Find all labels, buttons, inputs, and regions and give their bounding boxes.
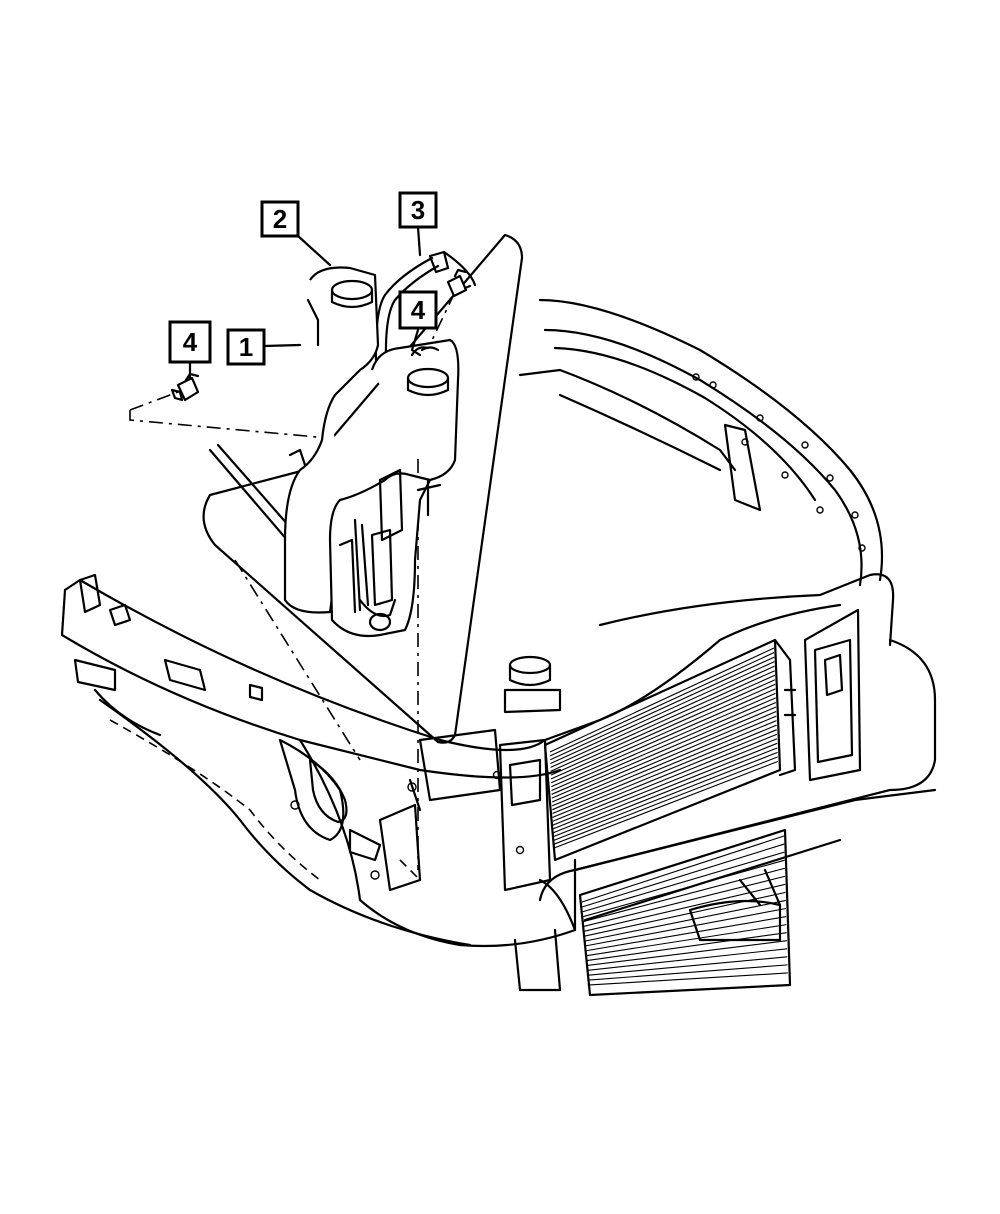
condenser-fin [552,715,777,811]
callout-1-label: 1 [239,332,253,362]
condenser-fin [551,697,776,795]
radiator-fin [585,924,787,957]
condenser-fin [553,760,779,849]
coolant-reservoir [328,338,460,638]
upper-frame [518,298,884,587]
condenser-fin [549,647,775,753]
callout-4-left-label: 4 [183,327,198,357]
bolt-right [446,268,472,298]
condenser-fin [552,729,777,822]
radiator-fin [583,883,786,932]
radiator-fin [587,964,788,981]
callout-2: 2 [260,200,300,238]
condenser-fin [553,747,778,838]
radiator-fin [587,972,788,986]
condenser-fin [549,652,775,757]
callout-4-right: 4 [398,290,438,330]
condenser-fin [553,751,778,841]
condenser-fin [551,683,776,784]
condenser-fin [553,756,778,845]
radiator-fin [585,916,787,952]
condenser-fin [551,688,776,788]
radiator-fin [586,948,788,971]
radiator-fin [582,859,785,918]
callout-4-right-label: 4 [411,295,426,325]
radiator-fin [583,867,786,923]
radiator-fin [584,891,786,937]
condenser-fin [550,674,776,776]
callout-3-label: 3 [411,195,425,225]
condenser-fin [552,733,778,826]
condenser-fin [551,711,777,807]
condenser-core [513,638,797,997]
condenser-fin [553,742,778,834]
condenser-fin [551,706,777,803]
alignment-lines [129,291,456,881]
radiator-fin [584,899,786,942]
radiator-fin [585,932,787,962]
leader-lines [188,225,422,380]
condenser-fin [550,656,775,761]
condenser-fin [550,670,775,772]
radiator-cap [503,655,562,714]
radiator-fin [584,907,787,947]
radiator-fin [586,940,787,967]
condenser-fin [551,692,776,791]
callout-1: 1 [226,328,266,366]
callout-3: 3 [398,191,438,229]
condenser-fin [552,738,778,830]
callout-2-label: 2 [273,204,287,234]
radiator-fin [581,835,785,903]
condenser-fin [550,679,776,780]
radiator-fin [582,843,785,908]
condenser-fin [550,661,775,765]
condenser-fin [551,701,777,799]
bolt-left [170,372,200,402]
coolant-reservoir-rear [283,266,380,614]
callout-4-left: 4 [168,320,212,364]
radiator-fin [586,956,788,976]
lower-frame [60,573,842,948]
condenser-fin [550,665,775,768]
condenser-fin [552,724,777,818]
front-crossmember [538,573,937,932]
radiator-fin [583,875,786,927]
condenser-fin [552,720,777,815]
radiator-fin [582,851,785,913]
